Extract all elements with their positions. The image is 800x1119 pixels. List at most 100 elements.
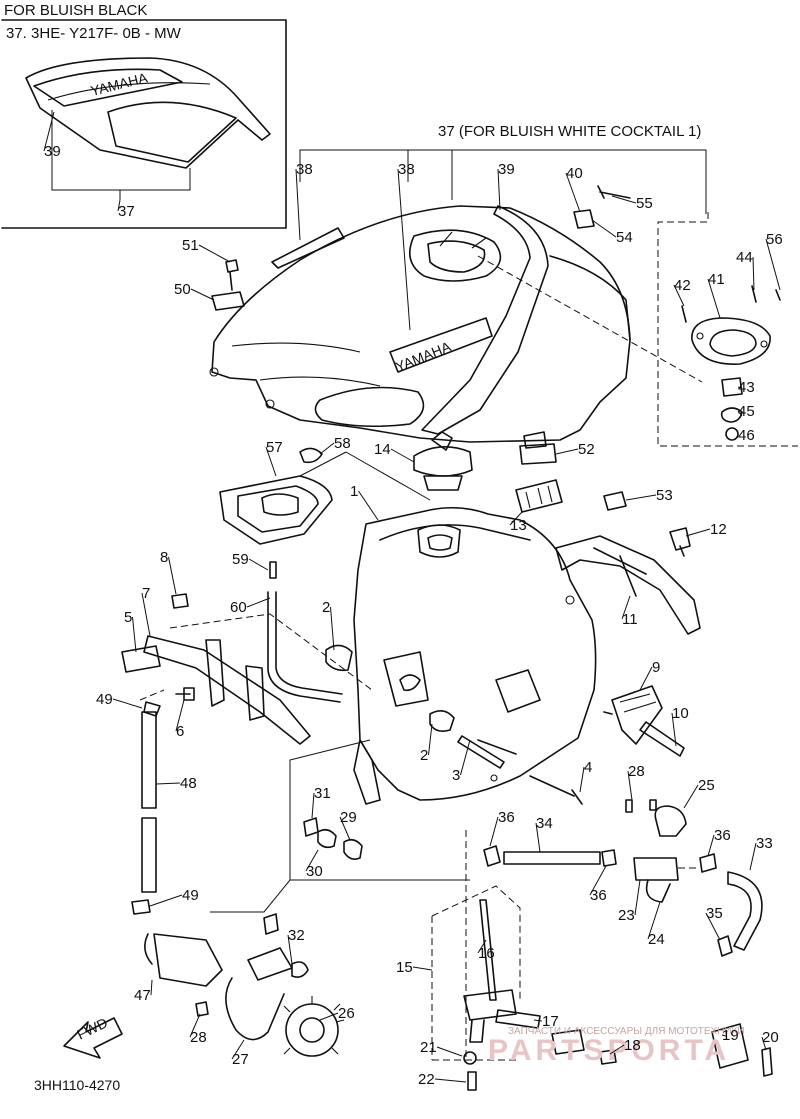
callout-3: 3 [452,767,460,784]
callout-leader-58 [319,442,335,455]
callout-leader-24 [647,901,661,940]
fwd-arrow: FWD [63,1014,123,1059]
callout-54: 54 [616,229,633,246]
callout-2: 2 [322,599,330,616]
callout-leader-38 [397,168,411,331]
callout-8: 8 [160,549,168,566]
callout-46: 46 [738,427,755,444]
callout-56: 56 [766,231,783,248]
callout-48: 48 [180,775,197,792]
diagram-code: 3HH110-4270 [34,1077,120,1093]
callout-leader-60 [246,597,271,608]
callout-57: 57 [266,439,283,456]
watermark-logo: PARTSPORTA [488,1034,730,1067]
callout-55: 55 [636,195,653,212]
callout-leader-54 [591,219,617,238]
callout-25: 25 [698,777,715,794]
pump-assembly [144,739,470,1057]
callout-4: 4 [584,759,592,776]
callout-28: 28 [190,1029,207,1046]
callout-leader-36 [707,834,715,857]
callout-leader-16 [477,939,487,954]
callout-leader-57 [265,446,277,477]
callout-11: 11 [622,611,638,628]
callout-leader-44 [752,256,755,291]
callout-39: 39 [44,143,61,160]
cover-hardware [211,185,631,511]
callout-leader-41 [707,278,721,319]
callout-13: 13 [510,517,527,534]
tank-variant-label: 37 (FOR BLUISH WHITE COCKTAIL 1) [438,123,701,140]
tank-cover: YAMAHA [209,205,631,449]
callout-leader-15 [412,966,433,971]
callout-leader-39 [497,168,501,211]
callout-9: 9 [652,659,660,676]
watermark-caption: ЗАПЧАСТИ И АКСЕССУАРЫ ДЛЯ МОТОТЕХНИКИ [508,1026,745,1037]
callout-26: 26 [338,1005,355,1022]
small-grommets [303,817,363,860]
callout-33: 33 [756,835,773,852]
pump-flange-box [477,212,798,447]
inset-part-number: 37. 3HE- Y217F- 0B - MW [6,25,182,42]
callout-leader-47 [150,979,153,996]
callout-leader-49 [149,894,183,907]
callout-leader-30 [305,849,319,872]
callout-leader-52 [555,448,579,455]
tank-logo: YAMAHA [393,338,453,375]
rear-bracket [515,479,701,635]
callout-leader-34 [535,822,541,853]
callout-leader-36 [489,816,499,847]
callout-34: 34 [536,815,553,832]
callout-leader-17 [533,1019,543,1022]
inset-bluish-black: FOR BLUISH BLACK 37. 3HE- Y217F- 0B - MW… [1,2,287,229]
inset-title: FOR BLUISH BLACK [4,2,147,19]
callout-leader-50 [190,288,215,301]
callout-leader-49 [112,698,143,709]
callout-leader-1 [358,490,379,521]
callout-40: 40 [566,165,583,182]
callout-leader-38 [295,168,301,241]
callout-47: 47 [134,987,151,1004]
fuel-filter-group [483,799,763,957]
callout-leader-33 [749,842,757,871]
fuel-tank [353,506,597,805]
callout-50: 50 [174,281,191,298]
callout-16: 16 [478,945,495,962]
callout-42: 42 [674,277,691,294]
callout-44: 44 [736,249,753,266]
callout-leader-31 [311,792,315,819]
callout-leader-56 [765,238,781,291]
callout-38: 38 [296,161,313,178]
callout-17: 17 [542,1013,559,1030]
callout-leader-28 [189,1013,201,1038]
callout-leader-8 [168,556,177,595]
callout-43: 43 [738,379,755,396]
callout-23: 23 [618,907,635,924]
callout-7: 7 [142,585,150,602]
callout-leader-12 [685,528,711,537]
fuel-pump [603,685,685,757]
callout-leader-14 [390,448,415,463]
callout-leader-23 [634,879,641,916]
callout-18: 18 [624,1037,641,1054]
callout-leader-4 [579,766,585,793]
inset-side-cover: YAMAHA [25,57,271,169]
callout-leader-35 [705,912,721,941]
left-bracket [121,593,373,745]
callout-49: 49 [96,691,113,708]
callout-leader-11 [621,595,631,620]
callout-leader-43 [737,386,743,389]
callout-leader-9 [639,666,653,691]
callout-leader-28 [627,770,633,801]
callout-leader-37 [117,199,121,212]
drain-hose [131,689,165,915]
callout-24: 24 [648,931,665,948]
callout-leader-2 [428,723,433,756]
callout-leader-20 [761,1036,767,1051]
callout-leader-36 [589,865,607,896]
callout-58: 58 [334,435,351,452]
callout-32: 32 [288,927,305,944]
callout-15: 15 [396,959,413,976]
